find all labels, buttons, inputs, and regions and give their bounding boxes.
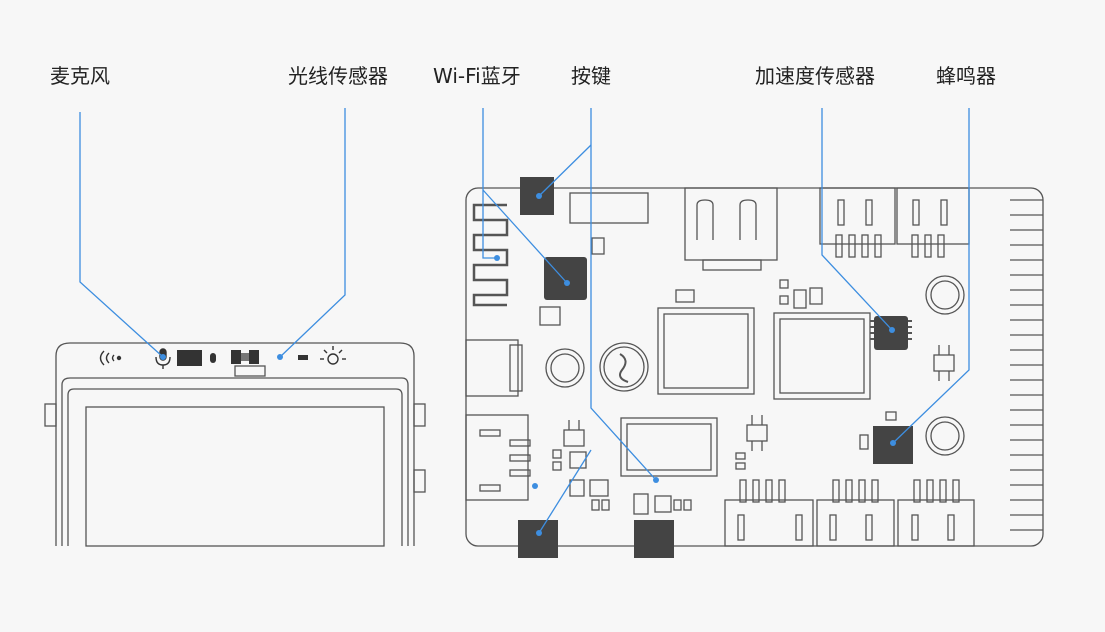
logo-icon bbox=[599, 342, 649, 392]
label-light-sensor: 光线传感器 bbox=[288, 64, 388, 88]
leader-wifi-antenna bbox=[482, 108, 497, 259]
leader-microphone bbox=[79, 112, 164, 358]
accelerometer-chip bbox=[874, 316, 908, 350]
mount-hole bbox=[925, 416, 965, 456]
led-component bbox=[210, 353, 216, 363]
sun-icon bbox=[320, 346, 346, 365]
screen-component bbox=[177, 350, 202, 366]
memory-chip bbox=[773, 312, 871, 400]
device-front-view bbox=[44, 342, 426, 547]
wireless-signal-icon bbox=[99, 350, 122, 366]
leader-light-sensor bbox=[279, 108, 346, 358]
top-header-left bbox=[819, 187, 896, 245]
usb-port bbox=[684, 187, 778, 261]
leader-button-bottom bbox=[538, 449, 592, 534]
top-connector bbox=[569, 192, 649, 224]
mount-hole bbox=[545, 348, 585, 388]
antenna-trace bbox=[472, 203, 509, 307]
leader-wifi-chip bbox=[482, 189, 568, 284]
bottom-header-3 bbox=[897, 499, 975, 547]
bottom-header-1 bbox=[724, 499, 814, 547]
label-wifi-bluetooth: Wi-Fi蓝牙 bbox=[433, 64, 521, 88]
connector-component bbox=[231, 350, 259, 364]
button-bottom-right bbox=[634, 520, 674, 558]
side-connector bbox=[465, 339, 519, 397]
button-bottom-left bbox=[518, 520, 558, 558]
mount-hole bbox=[925, 275, 965, 315]
sensor-component bbox=[298, 355, 308, 360]
pin-header bbox=[465, 414, 529, 501]
board-edge-ridges bbox=[1010, 199, 1043, 531]
leader-button-main bbox=[590, 108, 657, 481]
label-button: 按键 bbox=[571, 64, 611, 88]
main-processor-chip bbox=[657, 307, 755, 395]
leader-lines bbox=[79, 108, 970, 534]
label-microphone: 麦克风 bbox=[50, 64, 110, 88]
bottom-header-2 bbox=[816, 499, 895, 547]
lower-chip bbox=[620, 417, 718, 477]
small-component bbox=[933, 354, 955, 372]
leader-buzzer bbox=[892, 108, 970, 444]
leader-button-top bbox=[538, 144, 592, 197]
label-accelerometer: 加速度传感器 bbox=[755, 64, 875, 88]
wifi-bluetooth-chip bbox=[544, 257, 587, 300]
label-buzzer: 蜂鸣器 bbox=[936, 64, 996, 88]
top-header-right bbox=[896, 187, 970, 245]
circuit-board bbox=[465, 187, 1044, 547]
leader-accelerometer bbox=[821, 108, 893, 331]
